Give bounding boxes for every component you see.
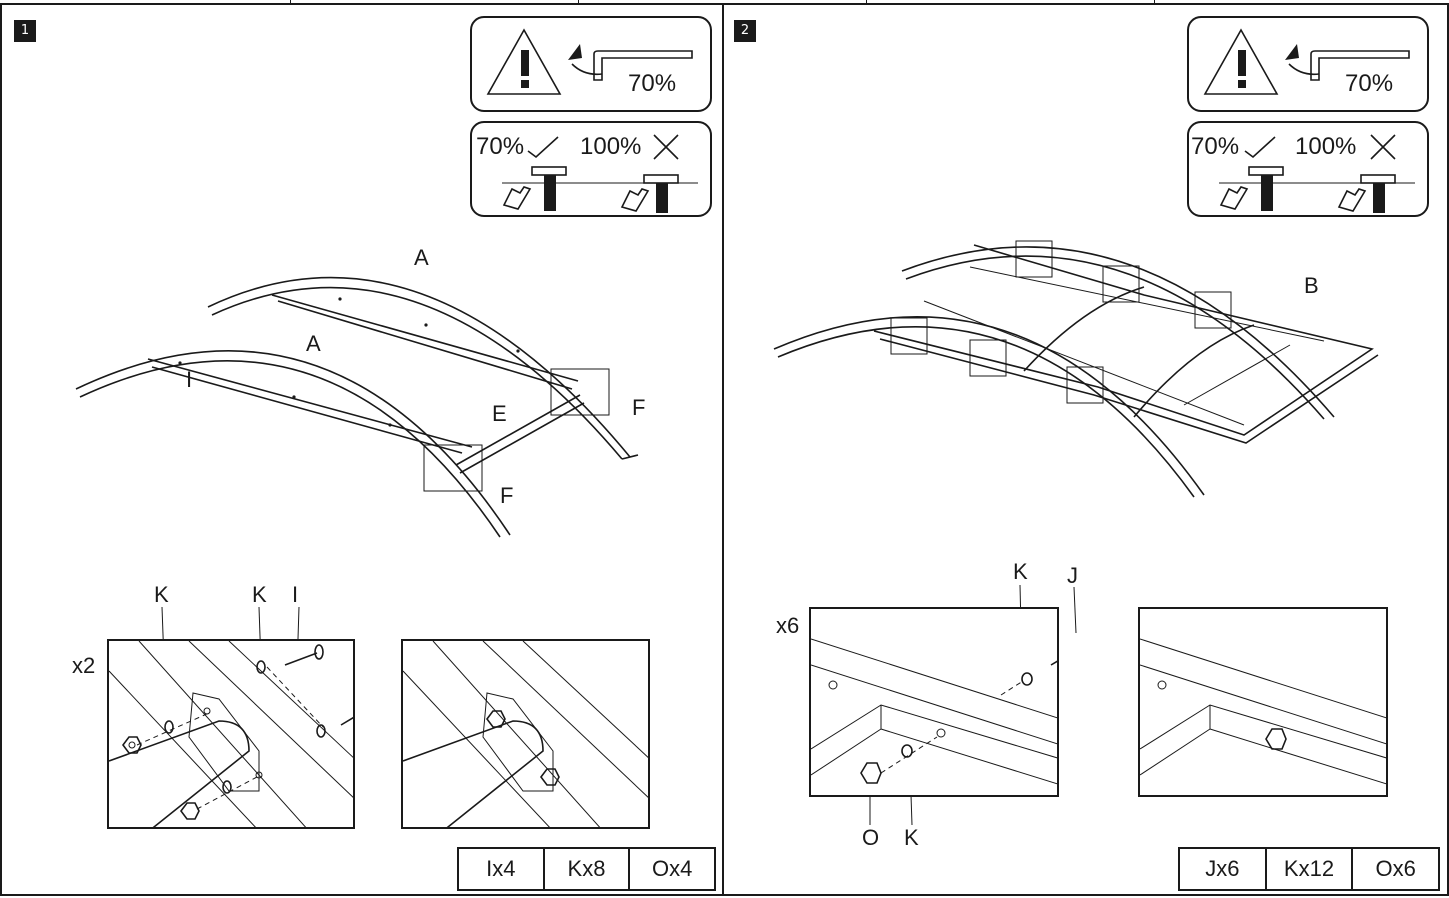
allen-key-icon: [568, 44, 693, 81]
nut-icon: [486, 710, 506, 728]
bolt-icon: [643, 174, 679, 213]
bad-torque-label: 100%: [580, 133, 642, 160]
torque-warning-box: 70%: [1187, 16, 1429, 112]
washer-k-label: K: [154, 582, 169, 607]
washer-icon: [316, 724, 326, 738]
tube-a-label: A: [306, 331, 321, 356]
nut-icon: [1265, 728, 1287, 750]
washer-icon: [1021, 672, 1033, 686]
step-2-detail-exploded: [809, 607, 1059, 797]
fitting-f-label: F: [500, 483, 514, 508]
page-top-border: [0, 0, 1449, 5]
nut-icon: [122, 736, 142, 754]
parts-item: Ix4: [459, 849, 545, 889]
bolt-icon: [284, 644, 324, 666]
hand-icon: [1219, 186, 1249, 210]
multiplier-label: x2: [72, 653, 96, 678]
tighten-guide-box: 70% 100%: [470, 121, 712, 217]
nut-icon: [860, 762, 882, 784]
washer-icon: [222, 780, 232, 794]
parts-item: Kx12: [1267, 849, 1354, 889]
bolt-i-label: I: [292, 582, 299, 607]
nut-icon: [540, 768, 560, 786]
parts-list: Jx6 Kx12 Ox6: [1178, 847, 1440, 891]
bolt-j-label: J: [1067, 563, 1078, 588]
parts-item: Ox4: [652, 856, 693, 881]
step-1-panel: 1 70% 70% 100%: [0, 3, 724, 896]
tube-a-label: A: [414, 245, 429, 270]
parts-list: Ix4 Kx8 Ox4: [457, 847, 716, 891]
warning-triangle-icon: [1203, 28, 1279, 95]
torque-label: 70%: [628, 70, 677, 97]
checkmark-icon: [1244, 136, 1276, 159]
torque-warning-box: 70%: [470, 16, 712, 112]
washer-k-label: K: [252, 582, 267, 607]
washer-icon: [901, 744, 913, 758]
torque-label: 70%: [1345, 70, 1394, 97]
fitting-f-label: F: [632, 395, 646, 420]
step-2-panel: 2 70% 70% 100%: [722, 3, 1449, 896]
hand-icon: [502, 186, 532, 210]
bolt-icon: [1248, 166, 1284, 211]
step-2-detail-assembled: [1138, 607, 1388, 797]
washer-icon: [164, 720, 174, 734]
bad-torque-label: 100%: [1295, 133, 1357, 160]
hand-icon: [620, 188, 650, 212]
parts-item: Jx6: [1180, 849, 1267, 889]
tighten-guide-box: 70% 100%: [1187, 121, 1429, 217]
bolt-icon: [340, 716, 353, 726]
ok-torque-label: 70%: [1191, 133, 1240, 160]
nut-o-label: O: [862, 825, 880, 850]
bar-i-label: I: [186, 367, 193, 392]
hand-icon: [1337, 188, 1367, 212]
bar-e-label: E: [492, 401, 507, 426]
cross-icon: [1370, 134, 1396, 160]
step-2-overview-drawing: [773, 240, 1379, 498]
washer-icon: [256, 660, 266, 674]
warning-triangle-icon: [486, 28, 562, 95]
bolt-icon: [531, 166, 567, 211]
bolt-icon: [1360, 174, 1396, 213]
bolt-icon: [1050, 660, 1057, 666]
multiplier-label: x6: [776, 613, 800, 638]
frame-b-label: B: [1304, 273, 1319, 298]
ok-torque-label: 70%: [476, 133, 525, 160]
checkmark-icon: [527, 136, 559, 159]
step-number: 2: [734, 20, 756, 42]
step-number: 1: [14, 20, 36, 42]
washer-k-label: K: [1013, 559, 1028, 584]
washer-k-label: K: [904, 825, 919, 850]
parts-item: Kx8: [545, 849, 631, 889]
step-1-detail-exploded: [107, 639, 355, 829]
step-1-overview-drawing: [75, 276, 639, 538]
nut-icon: [180, 802, 200, 820]
parts-item: Ox6: [1375, 856, 1416, 881]
allen-key-icon: [1285, 44, 1410, 81]
step-1-detail-assembled: [401, 639, 650, 829]
cross-icon: [653, 134, 679, 160]
